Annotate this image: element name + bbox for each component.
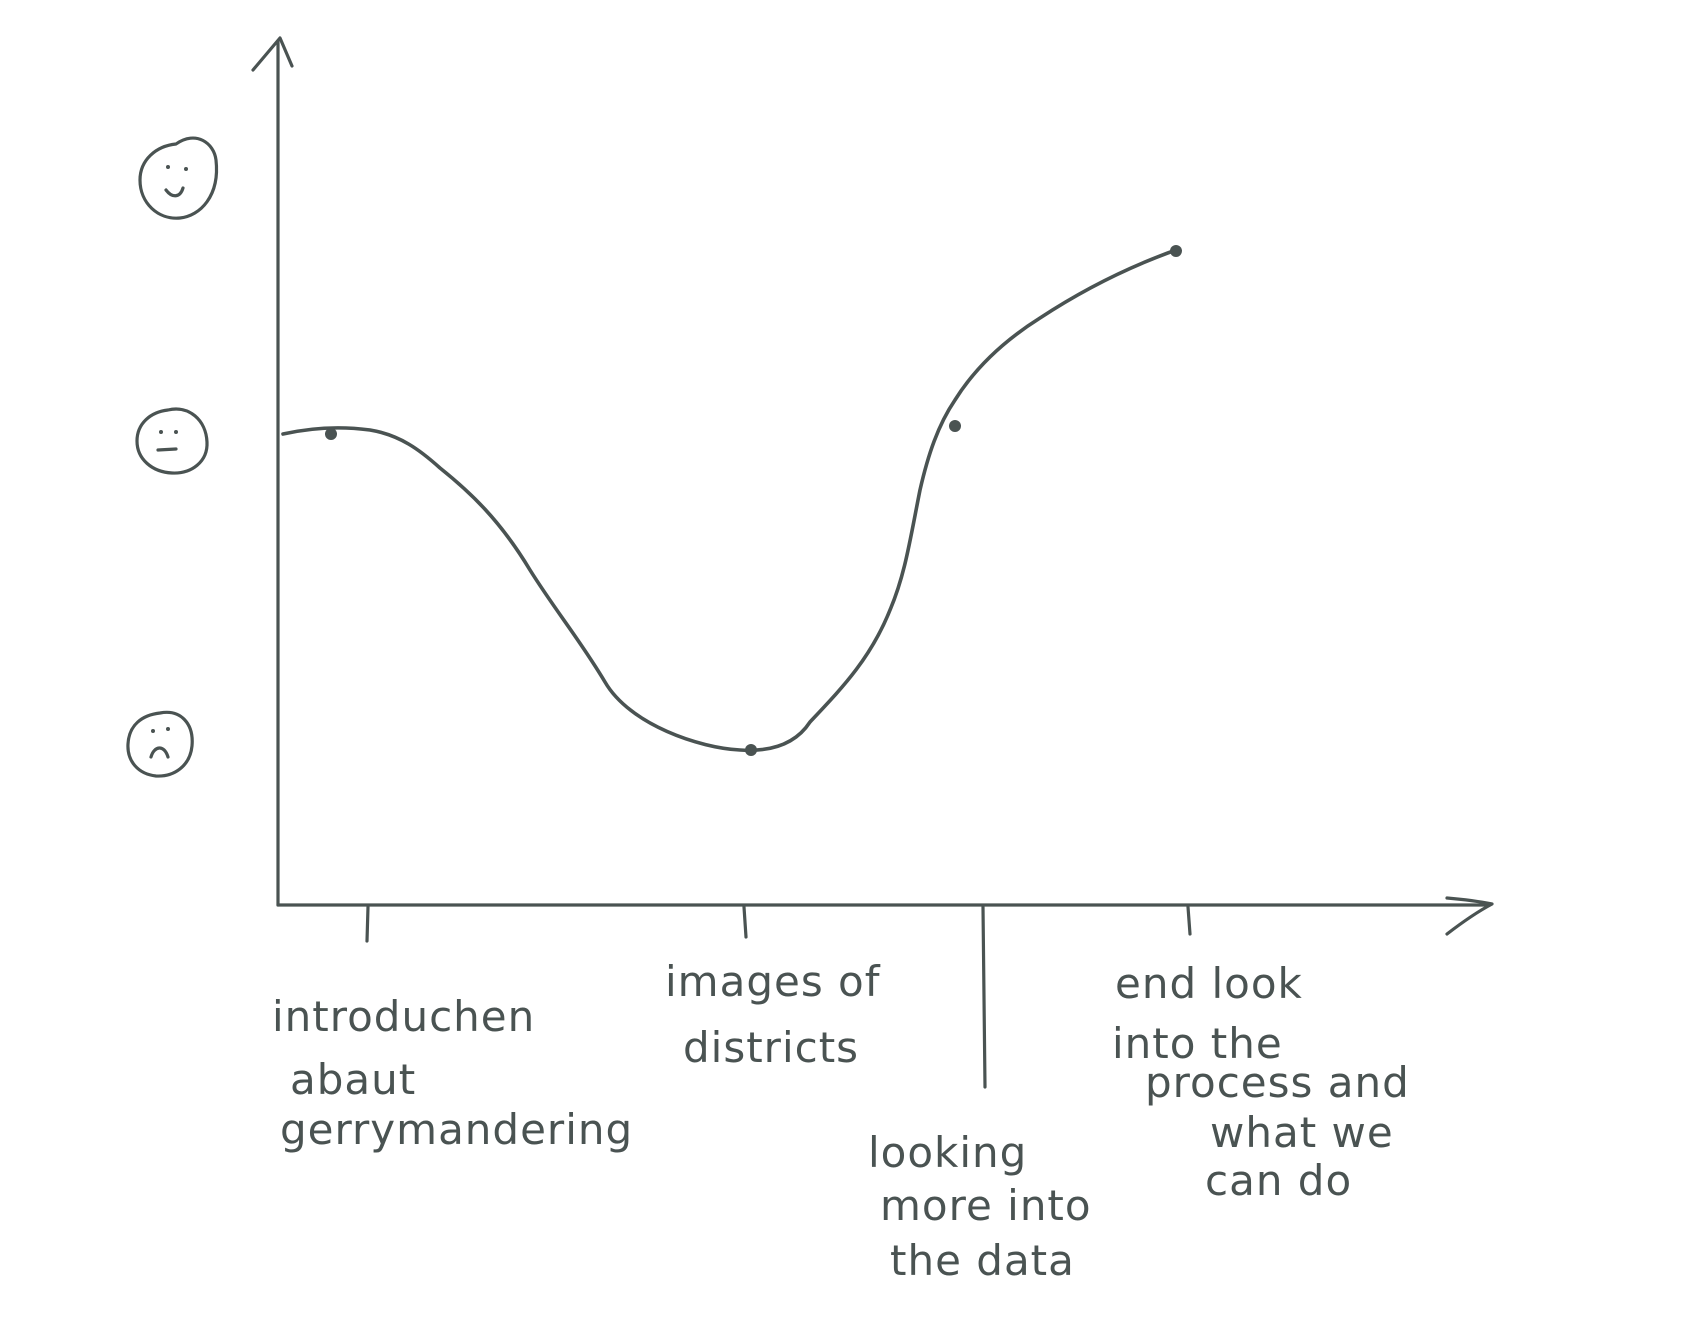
- curve-point-intro: [325, 428, 337, 440]
- label-images: images of districts: [665, 957, 881, 1072]
- tick-end: [1186, 905, 1192, 936]
- label-images-line: images of: [665, 957, 881, 1006]
- y-axis: [251, 36, 294, 907]
- curve-point-data: [949, 420, 961, 432]
- label-intro-line: abaut: [290, 1055, 416, 1104]
- label-end-line: can do: [1205, 1156, 1352, 1205]
- sad-face-icon: [126, 710, 194, 778]
- label-end-line: what we: [1210, 1108, 1394, 1157]
- emotion-curve: [281, 245, 1182, 756]
- label-end-line: process and: [1145, 1058, 1410, 1107]
- neutral-face-icon: [135, 407, 209, 475]
- happy-face-icon: [138, 136, 219, 220]
- x-axis: [276, 896, 1494, 936]
- label-images-line: districts: [683, 1023, 859, 1072]
- label-data-line: the data: [890, 1236, 1075, 1285]
- label-data: looking more into the data: [868, 1128, 1092, 1285]
- curve-point-end: [1170, 245, 1182, 257]
- label-end-line: into the: [1112, 1019, 1283, 1068]
- label-data-line: more into: [880, 1181, 1092, 1230]
- x-axis-ticks: [365, 905, 1192, 1089]
- label-intro: introduchen abaut gerrymandering: [272, 992, 633, 1154]
- tick-data: [981, 905, 987, 1089]
- label-intro-line: gerrymandering: [280, 1105, 633, 1154]
- label-end-line: end look: [1115, 959, 1303, 1008]
- label-intro-line: introduchen: [272, 992, 535, 1041]
- label-end: end look into the process and what we ca…: [1112, 959, 1410, 1205]
- tick-intro: [365, 905, 370, 943]
- tick-images: [742, 905, 748, 939]
- curve-point-images: [745, 744, 757, 756]
- label-data-line: looking: [868, 1128, 1027, 1177]
